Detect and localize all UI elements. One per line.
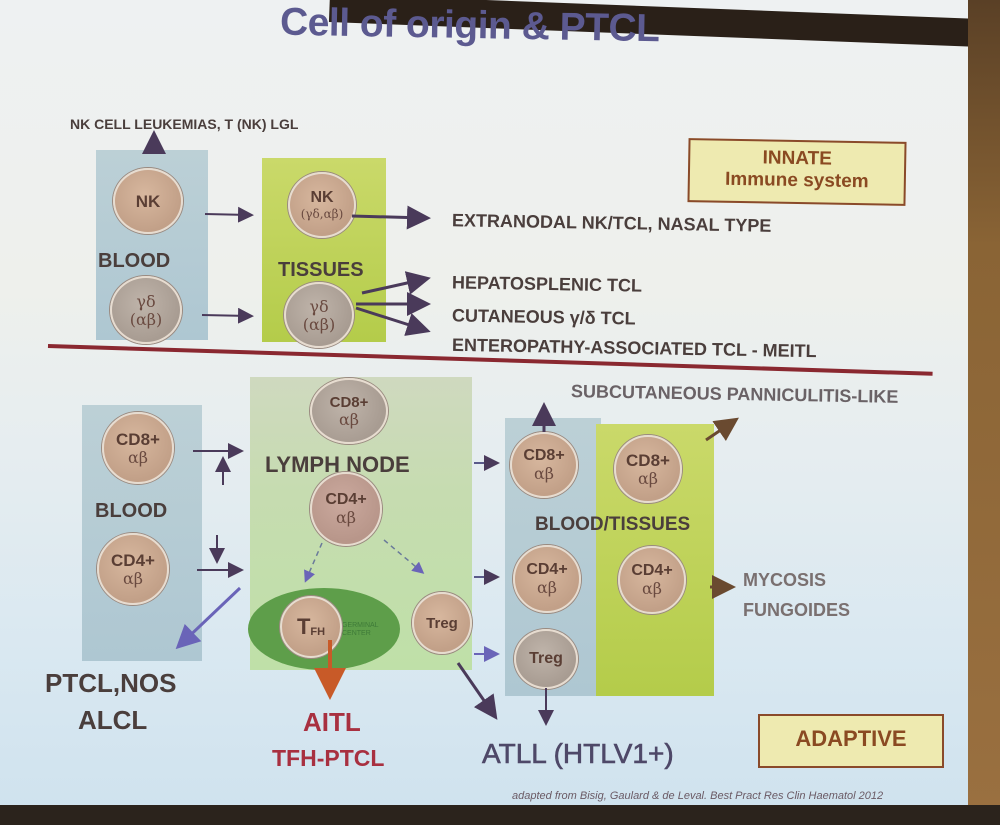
arrow-cd4-to-tfh xyxy=(304,542,323,583)
innate-blood-label: BLOOD xyxy=(98,250,171,272)
cell-cd4-lymph-node: CD4+ αβ xyxy=(310,472,382,546)
cell-label: CD4+ xyxy=(526,561,568,578)
projector-frame-bottom xyxy=(0,805,1000,825)
cell-label: γδ xyxy=(136,292,156,311)
cell-sublabel: αβ xyxy=(338,409,360,429)
cell-cd8-tissues: CD8+ αβ xyxy=(614,435,682,503)
blood-tissues-label: BLOOD/TISSUES xyxy=(535,514,691,535)
cell-sublabel: αβ xyxy=(335,508,357,527)
germinal-center-label: GERMINAL CENTER xyxy=(342,622,379,637)
cell-label: NK xyxy=(135,191,161,211)
cell-subscript: FH xyxy=(310,625,326,638)
innate-tissues-label: TISSUES xyxy=(278,259,364,281)
cell-nk-blood: NK xyxy=(113,168,183,234)
cell-label: CD8+ xyxy=(523,447,565,464)
cell-sublabel: αβ xyxy=(641,579,663,598)
nk-leukemia-outcome: NK CELL LEUKEMIAS, T (NK) LGL xyxy=(70,116,299,132)
arrow-nk-blood-to-tissue xyxy=(204,206,254,223)
outcome-ptcl-nos: PTCL,NOS xyxy=(45,668,177,698)
cell-sublabel: αβ xyxy=(533,464,555,483)
outcome-tfh-ptcl: TFH-PTCL xyxy=(272,745,385,771)
cell-cd4-blood: CD4+ αβ xyxy=(97,533,169,605)
cell-label: NK xyxy=(310,189,334,206)
cell-label: CD4+ xyxy=(111,550,155,570)
cell-cd8-blood: CD8+ αβ xyxy=(102,412,174,484)
cell-label: Treg xyxy=(529,650,563,667)
arrow-to-subcutaneous xyxy=(705,417,739,442)
cell-label: CD8+ xyxy=(626,450,670,470)
cell-sublabel: αβ xyxy=(637,468,659,488)
outcome-alcl: ALCL xyxy=(78,705,148,735)
arrow-treg-to-atll xyxy=(456,662,498,720)
cell-label: CD4+ xyxy=(325,491,367,508)
arrow-to-hepatosplenic xyxy=(361,271,431,295)
cell-cd4-tissues: CD4+ αβ xyxy=(618,546,686,614)
cell-gd-tissues: γδ (αβ) xyxy=(284,282,354,348)
projector-frame-right xyxy=(968,0,1000,818)
arrow-to-ptcl-nos xyxy=(175,586,242,650)
arrow-to-extranodal xyxy=(351,205,431,230)
cell-sublabel: (αβ) xyxy=(129,310,163,329)
cell-label: γδ xyxy=(309,297,329,316)
citation: adapted from Bisig, Gaulard & de Leval. … xyxy=(512,790,884,802)
cell-nk-tissues: NK (γδ,αβ) xyxy=(288,172,356,238)
cell-sublabel: αβ xyxy=(122,568,144,588)
cell-treg-lymph-node: Treg xyxy=(412,592,472,654)
cell-treg-blood-tissues: Treg xyxy=(514,629,578,689)
outcome-aitl: AITL xyxy=(303,707,361,737)
cell-cd8-blood-tissues: CD8+ αβ xyxy=(510,432,578,498)
cell-label: CD8+ xyxy=(329,393,369,411)
adaptive-blood-label: BLOOD xyxy=(95,500,168,522)
cell-label: CD4+ xyxy=(631,562,673,579)
outcome-atll: ATLL (HTLV1+) xyxy=(482,738,674,770)
cell-sublabel: (αβ) xyxy=(302,315,336,334)
cell-label: T xyxy=(296,614,311,639)
cell-label: Treg xyxy=(426,614,458,632)
outcome-mycosis-line1: MYCOSIS xyxy=(743,570,827,590)
arrow-cd4-to-treg xyxy=(383,539,425,574)
cell-sublabel: αβ xyxy=(127,447,149,467)
cell-cd8-lymph-node: CD8+ αβ xyxy=(310,378,388,444)
cell-sublabel: (γδ,αβ) xyxy=(300,207,344,221)
arrow-gd-blood-to-tissue xyxy=(201,307,254,324)
cell-label: CD8+ xyxy=(116,429,160,449)
adaptive-tag: ADAPTIVE xyxy=(758,714,944,768)
outcome-mycosis-line2: FUNGOIDES xyxy=(743,600,851,620)
cell-gd-blood: γδ (αβ) xyxy=(110,276,182,344)
cell-cd4-blood-tissues: CD4+ αβ xyxy=(513,545,581,613)
cell-sublabel: αβ xyxy=(536,578,558,597)
arrow-to-eatl xyxy=(355,306,431,336)
